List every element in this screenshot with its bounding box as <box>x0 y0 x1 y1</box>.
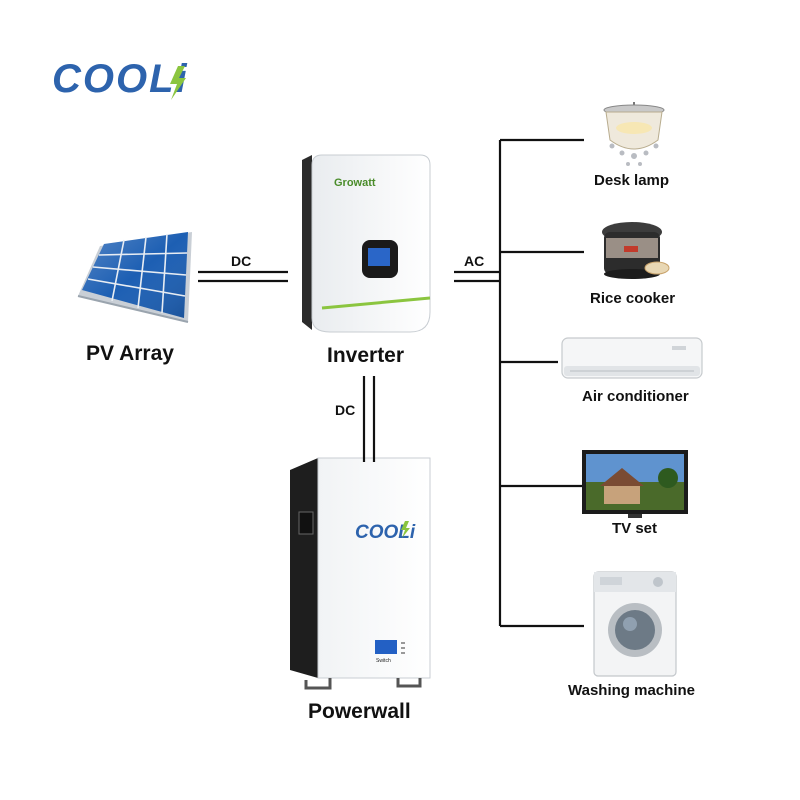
tv-icon <box>582 450 688 518</box>
logo-text: COOLi <box>52 57 189 101</box>
load-label-tv: TV set <box>612 520 658 537</box>
washing-machine-icon <box>593 571 677 677</box>
cooli-logo: COOLi <box>52 57 189 101</box>
air-conditioner-icon <box>561 337 703 379</box>
load-label-rice-cooker: Rice cooker <box>590 290 676 307</box>
powerwall-label: Powerwall <box>308 700 411 723</box>
connection-lines <box>198 138 584 628</box>
powerwall-icon: COOLi Switch <box>290 457 431 690</box>
dc-label-battery: DC <box>335 402 356 418</box>
pv-array-label: PV Array <box>86 342 174 365</box>
rice-cooker-icon <box>602 222 670 279</box>
lightning-icon <box>170 66 186 100</box>
battery-switch-label: Switch <box>376 658 391 664</box>
ac-label: AC <box>464 253 485 269</box>
battery-lightning-icon <box>401 521 410 538</box>
inverter-label: Inverter <box>327 344 405 367</box>
inverter-brand-text: Growatt <box>334 177 376 189</box>
load-label-desk-lamp: Desk lamp <box>594 172 670 189</box>
battery-display <box>375 640 397 654</box>
dc-label-pv: DC <box>231 253 252 269</box>
battery-logo-text: COOLi <box>355 522 416 543</box>
chandelier-icon <box>603 102 665 166</box>
load-label-washing-machine: Washing machine <box>568 682 695 699</box>
inverter-icon: Growatt <box>302 154 431 333</box>
load-label-air-conditioner: Air conditioner <box>582 388 689 405</box>
solar-panel-icon <box>77 232 192 323</box>
